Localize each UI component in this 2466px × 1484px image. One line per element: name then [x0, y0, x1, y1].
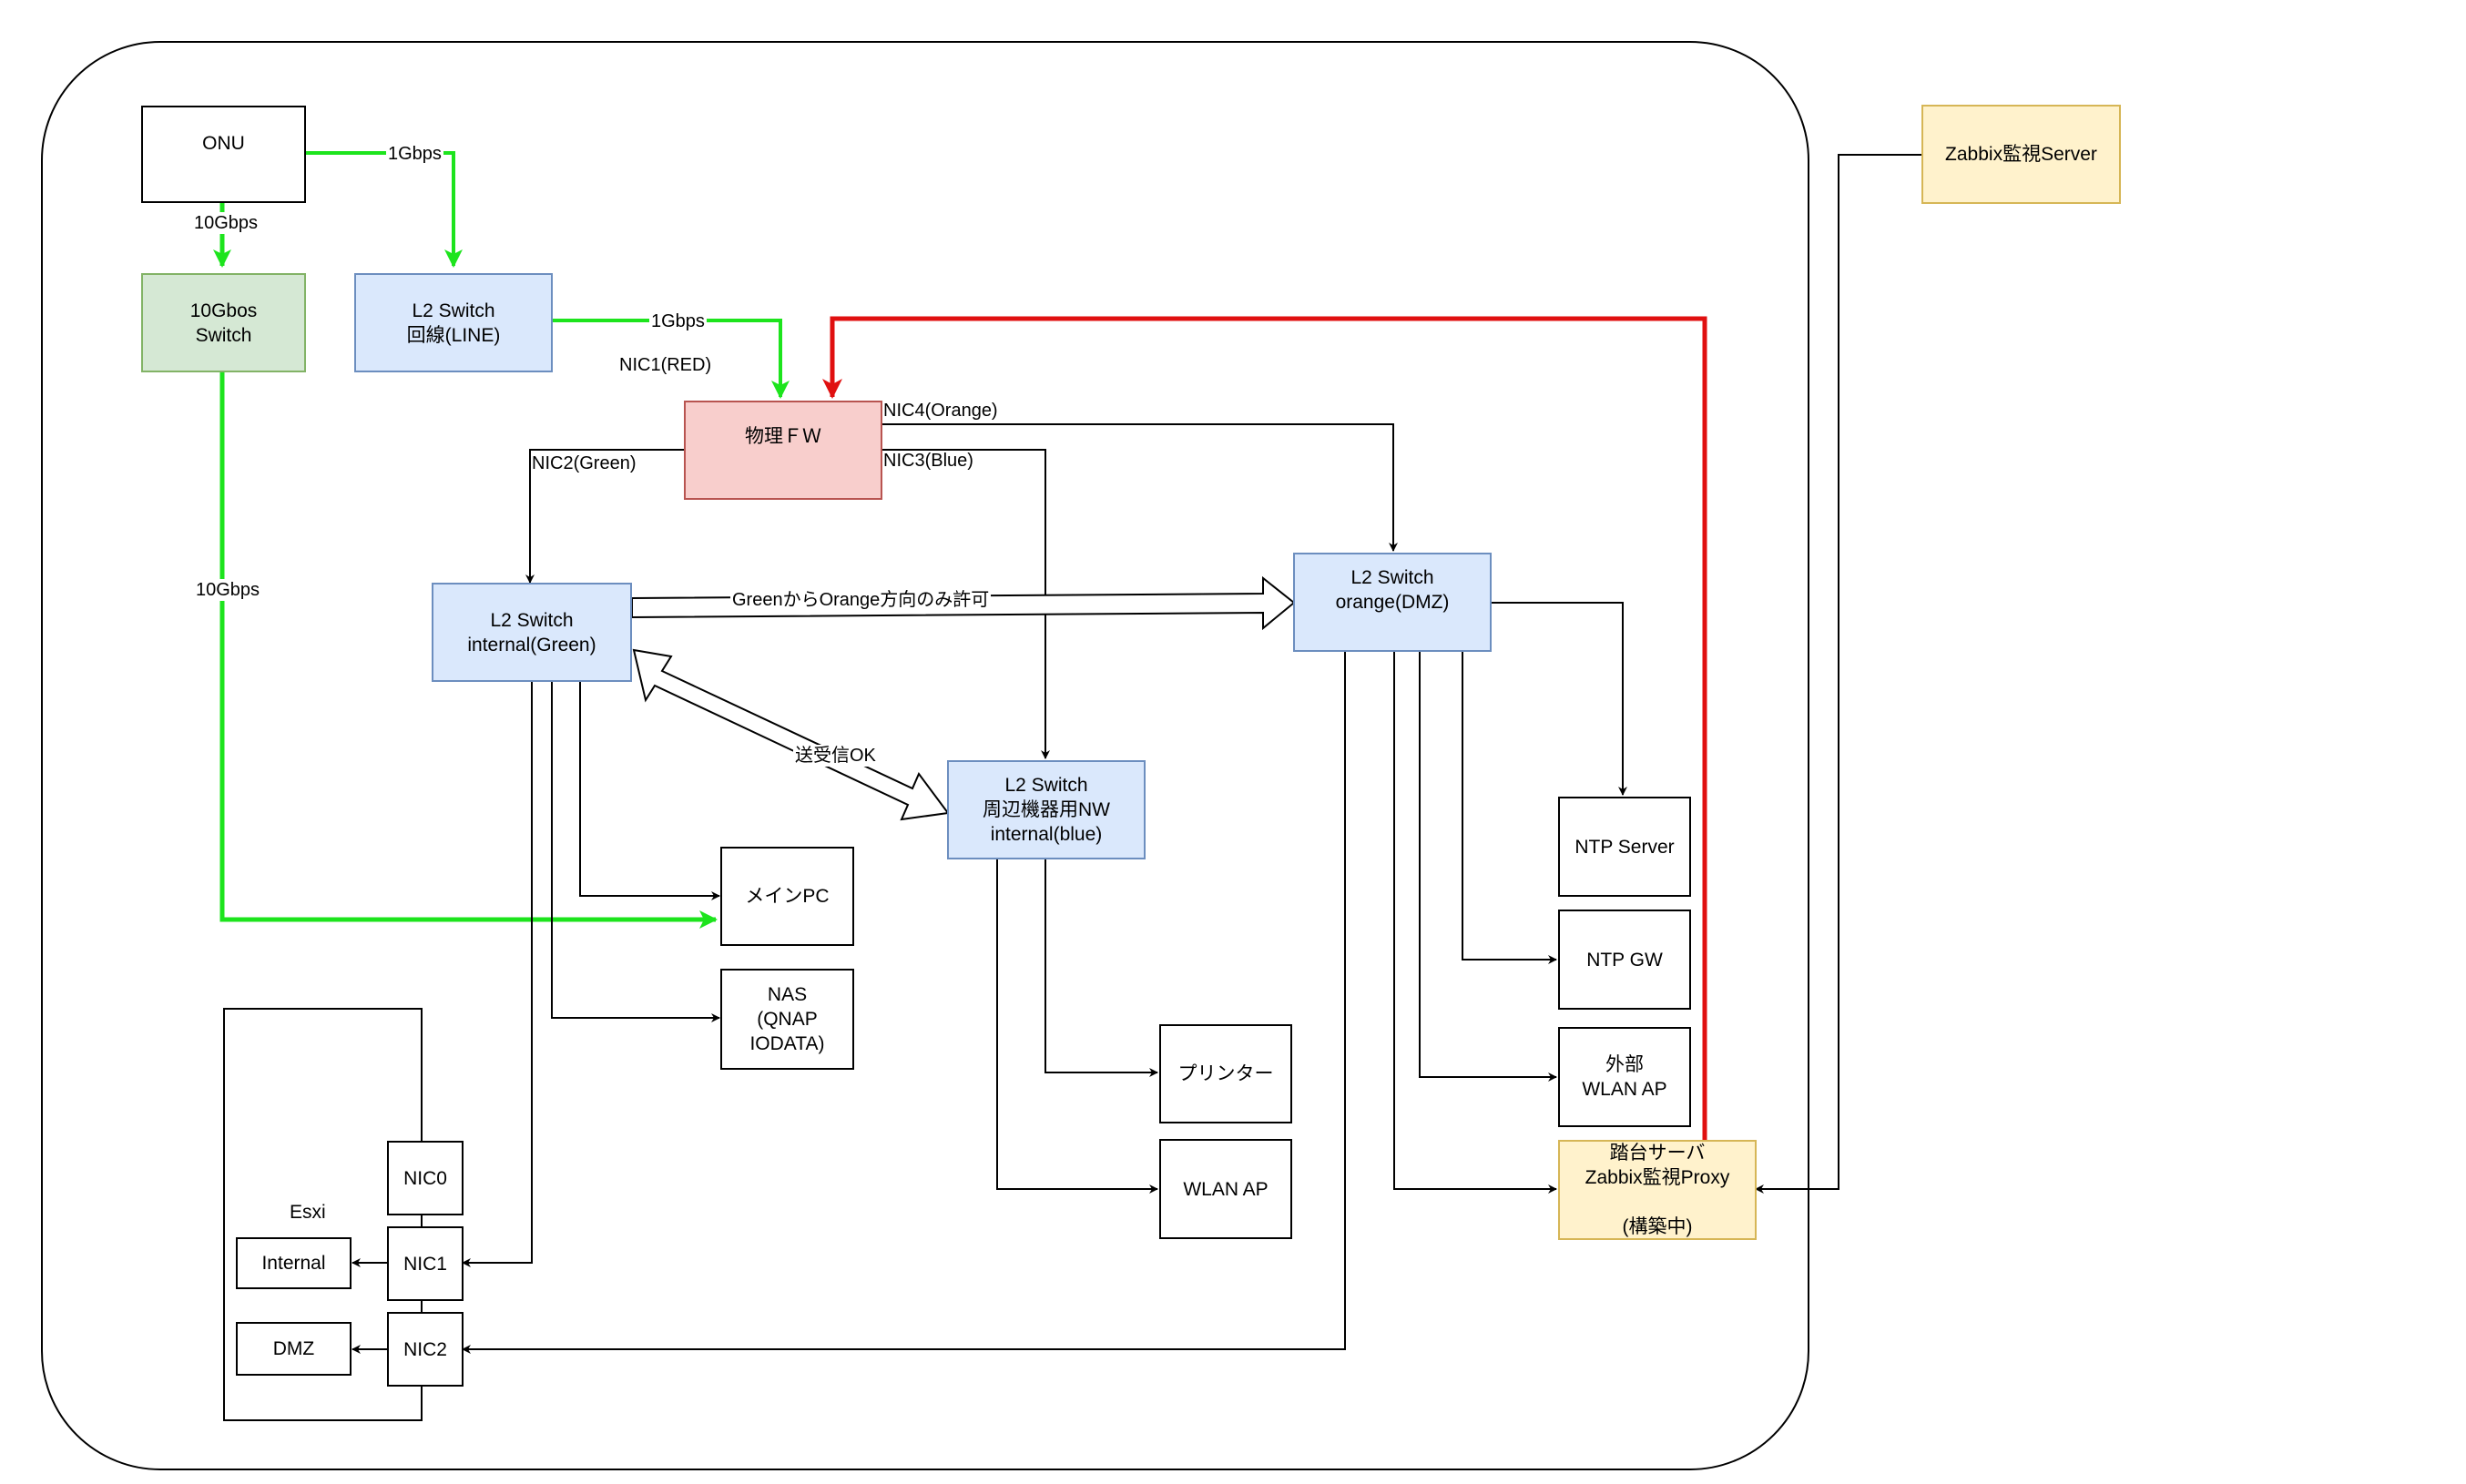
- zabbix-server-box[interactable]: Zabbix監視Server: [1921, 105, 2121, 204]
- link-green-nas: [551, 681, 720, 1022]
- l2-dmz-box[interactable]: L2 Switch orange(DMZ): [1293, 553, 1492, 652]
- nic0-box[interactable]: NIC0: [387, 1141, 464, 1215]
- link-onu-l2-line: [305, 151, 463, 268]
- link-dmz-ntp-server: [1491, 602, 1627, 796]
- link-dmz-nic2: [462, 651, 1346, 1354]
- label-nic2: NIC2(Green): [532, 453, 637, 473]
- esxi-label: Esxi: [290, 1202, 326, 1223]
- ntp-gw-box[interactable]: NTP GW: [1558, 910, 1691, 1010]
- link-green-mainpc: [579, 681, 720, 900]
- l2-line-box[interactable]: L2 Switch 回線(LINE): [354, 273, 553, 372]
- label-nic1: NIC1(RED): [619, 355, 712, 375]
- link-blue-printer: [1044, 859, 1158, 1077]
- link-dmz-ntp-gw: [1462, 651, 1557, 964]
- onu-box[interactable]: ONU: [141, 106, 306, 203]
- wlan-ap-box[interactable]: WLAN AP: [1159, 1139, 1292, 1239]
- label-line-fw-speed: 1Gbps: [649, 310, 707, 332]
- label-send-recv: 送受信OK: [793, 745, 878, 767]
- dmz-box[interactable]: DMZ: [236, 1322, 352, 1376]
- nas-box[interactable]: NAS (QNAP IODATA): [720, 969, 854, 1070]
- nic1-box[interactable]: NIC1: [387, 1226, 464, 1301]
- link-dmz-proxy: [1393, 651, 1557, 1194]
- internal-box[interactable]: Internal: [236, 1237, 352, 1289]
- switch-10g-box[interactable]: 10Gbos Switch: [141, 273, 306, 372]
- printer-box[interactable]: プリンター: [1159, 1024, 1292, 1123]
- network-boundary: [41, 41, 1809, 1470]
- label-nic4: NIC4(Orange): [883, 401, 998, 421]
- link-l2-line-fw: [553, 319, 790, 399]
- ext-wlan-box[interactable]: 外部 WLAN AP: [1558, 1027, 1691, 1127]
- l2-green-box[interactable]: L2 Switch internal(Green): [432, 583, 632, 682]
- label-onu-line-speed: 1Gbps: [386, 143, 443, 165]
- link-proxy-fw: [822, 316, 1707, 1140]
- link-fw-l2-green: [525, 449, 685, 584]
- physical-fw-box[interactable]: 物理ＦＷ: [684, 401, 882, 500]
- link-fw-l2-blue: [882, 449, 1050, 759]
- proxy-box[interactable]: 踏台サーバ Zabbix監視Proxy (構築中): [1558, 1140, 1757, 1240]
- link-fw-l2-dmz: [882, 423, 1398, 552]
- label-onu-10g-speed: 10Gbps: [192, 212, 260, 234]
- link-dmz-ext-wlan: [1419, 651, 1557, 1082]
- label-nic3: NIC3(Blue): [883, 451, 973, 471]
- link-green-nic1: [462, 681, 533, 1267]
- label-green-to-orange: GreenからOrange方向のみ許可: [730, 589, 992, 611]
- link-zabbix-proxy: [1755, 154, 1921, 1194]
- label-switch-pc-speed: 10Gbps: [194, 579, 262, 601]
- main-pc-box[interactable]: メインPC: [720, 847, 854, 946]
- l2-blue-box[interactable]: L2 Switch 周辺機器用NW internal(blue): [947, 760, 1146, 859]
- link-blue-wlanap: [996, 859, 1158, 1194]
- ntp-server-box[interactable]: NTP Server: [1558, 797, 1691, 897]
- block-arrow-green-blue: [632, 648, 950, 821]
- nic2-box[interactable]: NIC2: [387, 1312, 464, 1387]
